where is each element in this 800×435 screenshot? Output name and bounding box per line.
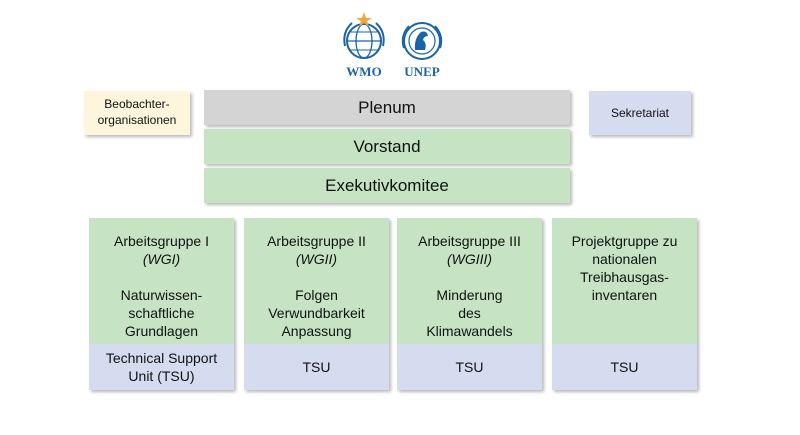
secretariat-box: Sekretariat xyxy=(589,91,691,135)
observer-line-2: organisationen xyxy=(97,113,177,127)
wg1-tsu-1: Technical Support xyxy=(105,350,218,366)
wg3-topic-2: des xyxy=(458,305,481,321)
wg1-topic-1: Naturwissen- xyxy=(120,287,203,303)
unep-logo: UNEP xyxy=(394,10,450,80)
wg3-topic-1: Minderung xyxy=(436,287,503,303)
tf-tsu: TSU xyxy=(610,359,639,375)
wg3-name: Arbeitsgruppe III xyxy=(418,233,521,249)
vorstand-label: Vorstand xyxy=(353,136,421,156)
vorstand-box: Vorstand xyxy=(204,129,570,164)
tf-name-1: Projektgruppe zu xyxy=(571,233,678,249)
task-force-inventories: Projektgruppe zu nationalen Treibhausgas… xyxy=(552,218,697,390)
unep-emblem-icon xyxy=(401,22,443,60)
unep-label: UNEP xyxy=(404,64,440,79)
wg1-abbr: (WGI) xyxy=(142,251,181,267)
wg2-topic-1: Folgen xyxy=(295,287,338,303)
tf-name-4: inventaren xyxy=(591,287,658,303)
exekutivkomitee-box: Exekutivkomitee xyxy=(204,168,570,203)
working-group-3: Arbeitsgruppe III (WGIII) Minderung des … xyxy=(397,218,542,390)
task-force-header: Projektgruppe zu nationalen Treibhausgas… xyxy=(552,218,697,344)
tf-name-3: Treibhausgas- xyxy=(580,269,669,285)
tf-name-2: nationalen xyxy=(592,251,657,267)
wg1-topic-2: schaftliche xyxy=(128,305,195,321)
wg2-tsu: TSU xyxy=(302,359,331,375)
wg1-name: Arbeitsgruppe I xyxy=(114,233,209,249)
working-group-2-header: Arbeitsgruppe II (WGII) Folgen Verwundba… xyxy=(244,218,389,344)
wg1-topic-3: Grundlagen xyxy=(124,323,199,339)
working-group-3-tsu: TSU xyxy=(397,344,542,390)
wg3-topic-3: Klimawandels xyxy=(426,323,513,339)
working-group-2: Arbeitsgruppe II (WGII) Folgen Verwundba… xyxy=(244,218,389,390)
plenum-box: Plenum xyxy=(204,90,570,125)
wmo-emblem-icon xyxy=(343,12,385,59)
observer-line-1: Beobachter- xyxy=(104,97,170,112)
wg3-abbr: (WGIII) xyxy=(446,251,493,267)
exekutivkomitee-label: Exekutivkomitee xyxy=(325,175,449,195)
plenum-label: Plenum xyxy=(358,97,416,117)
wg2-topic-3: Anpassung xyxy=(281,323,352,339)
wmo-logo: WMO xyxy=(336,10,392,80)
working-group-1: Arbeitsgruppe I (WGI) Naturwissen- schaf… xyxy=(89,218,234,390)
working-group-1-tsu: Technical Support Unit (TSU) xyxy=(89,344,234,390)
wmo-label: WMO xyxy=(346,64,382,79)
secretariat-label: Sekretariat xyxy=(610,106,670,120)
wg2-name: Arbeitsgruppe II xyxy=(267,233,366,249)
wg2-topic-2: Verwundbarkeit xyxy=(268,305,365,321)
working-group-1-header: Arbeitsgruppe I (WGI) Naturwissen- schaf… xyxy=(89,218,234,344)
wg3-tsu: TSU xyxy=(455,359,484,375)
wg1-tsu-2: Unit (TSU) xyxy=(128,368,195,384)
working-group-3-header: Arbeitsgruppe III (WGIII) Minderung des … xyxy=(397,218,542,344)
observer-organisations-box: Beobachter- organisationen xyxy=(84,91,190,135)
working-group-2-tsu: TSU xyxy=(244,344,389,390)
task-force-tsu: TSU xyxy=(552,344,697,390)
wg2-abbr: (WGII) xyxy=(295,251,338,267)
